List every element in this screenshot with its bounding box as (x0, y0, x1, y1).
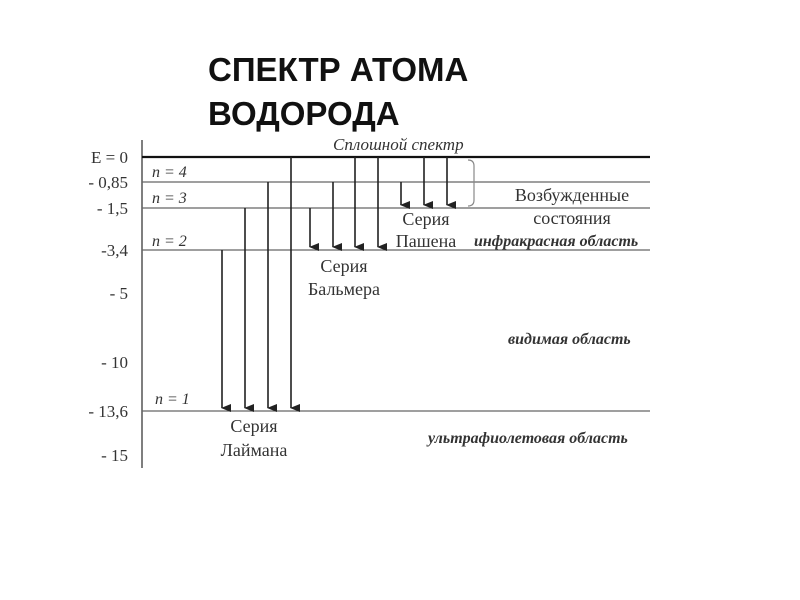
ultraviolet-region-label: ультрафиолетовая область (426, 430, 628, 447)
energy-label-7: - 15 (101, 446, 128, 465)
lyman-label-line-1: Серия (230, 416, 277, 436)
visible-region-label: видимая область (508, 331, 631, 348)
balmer-label-line-1: Серия (320, 256, 367, 276)
balmer-label-line-2: Бальмера (308, 279, 380, 299)
title-line-2: ВОДОРОДА (208, 95, 400, 132)
level-label-n1: n = 1 (155, 391, 190, 408)
excited-states-bracket (467, 159, 475, 207)
title-line-1: СПЕКТР АТОМА (208, 51, 469, 88)
excited-states-line-2: состояния (533, 208, 611, 228)
level-label-n2: n = 2 (152, 233, 187, 250)
energy-label-3: -3,4 (101, 241, 128, 260)
excited-states-line-1: Возбужденные (515, 185, 629, 205)
paschen-label-line-1: Серия (402, 209, 449, 229)
energy-label-1: - 0,85 (88, 173, 128, 192)
energy-label-4: - 5 (110, 284, 128, 303)
energy-label-2: - 1,5 (97, 199, 128, 218)
energy-label-0: E = 0 (91, 148, 128, 167)
diagram-title: СПЕКТР АТОМА ВОДОРОДА (208, 48, 468, 136)
level-label-n4: n = 4 (152, 164, 187, 181)
paschen-label-line-2: Пашена (396, 231, 456, 251)
infrared-region-label: инфракрасная область (474, 233, 638, 250)
energy-label-6: - 13,6 (88, 402, 128, 421)
lyman-label-line-2: Лаймана (221, 440, 288, 460)
continuum-label: Сплошной спектр (333, 135, 464, 154)
energy-label-5: - 10 (101, 353, 128, 372)
level-label-n3: n = 3 (152, 190, 187, 207)
